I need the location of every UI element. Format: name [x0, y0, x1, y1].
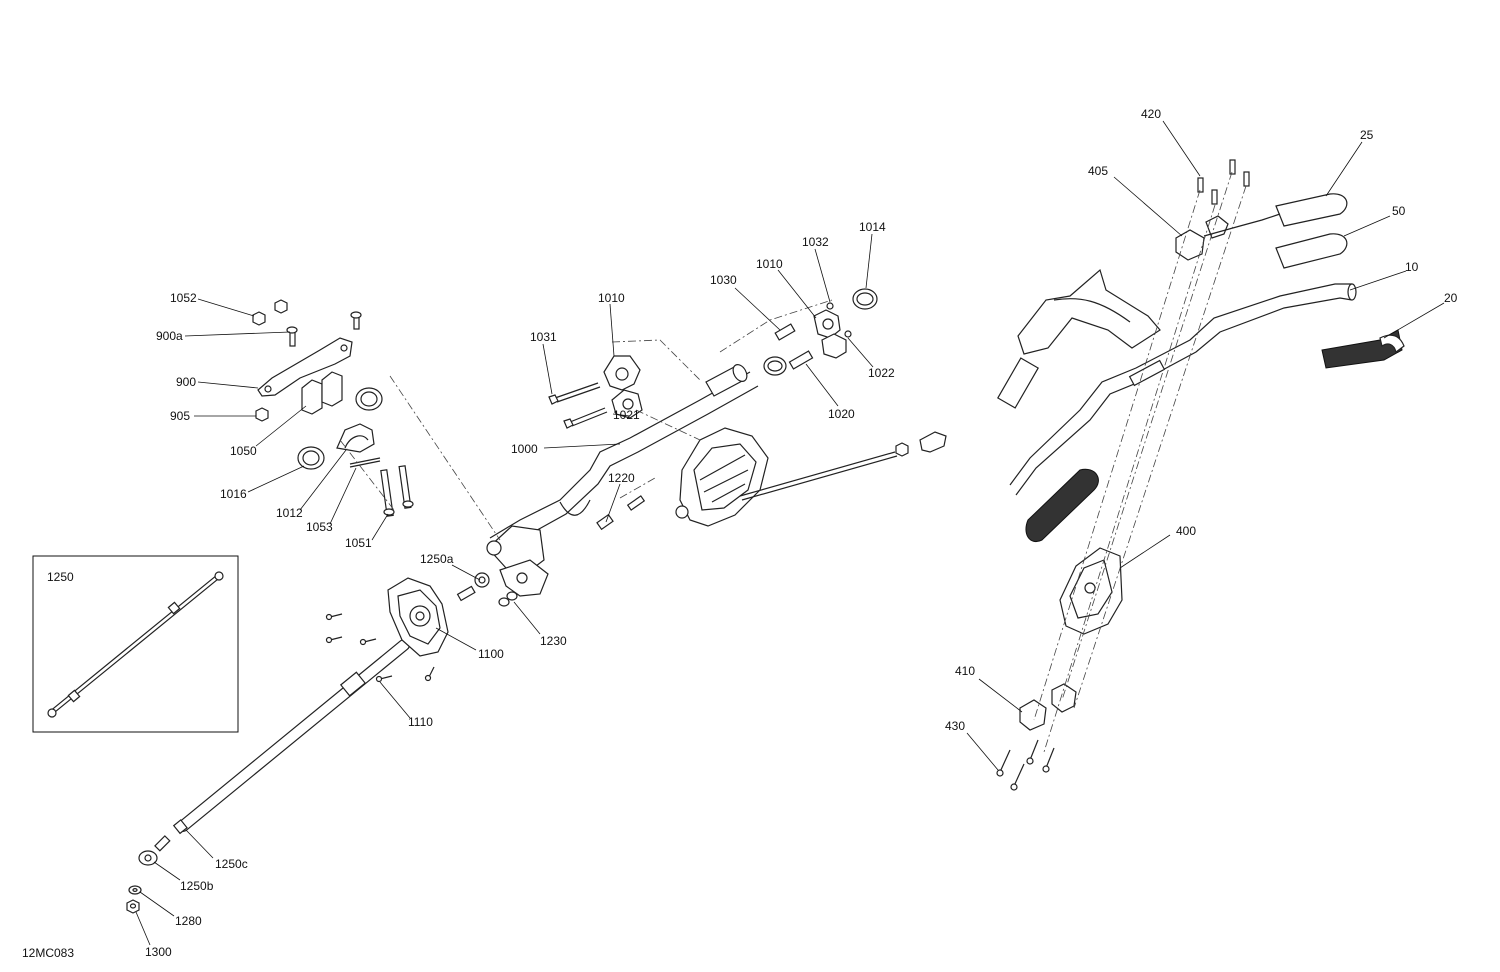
callout-1250c: 1250c	[215, 857, 248, 871]
steering-support-rod	[675, 427, 947, 527]
steering-tie-rod	[126, 639, 410, 914]
callout-1280: 1280	[175, 914, 202, 928]
callout-1052: 1052	[170, 291, 197, 305]
callout-1014: 1014	[859, 220, 886, 234]
inset-tie-rod-1250: 1250	[32, 555, 239, 733]
leader-lines	[135, 120, 1445, 946]
callout-1022: 1022	[868, 366, 895, 380]
callout-1250b: 1250b	[180, 879, 214, 893]
steering-column-1000	[456, 364, 759, 607]
steering-housing-1100	[325, 577, 449, 683]
callout-1230: 1230	[540, 634, 567, 648]
callout-1100: 1100	[478, 647, 504, 661]
callout-410: 410	[955, 664, 975, 678]
diagram-code: 12MC083	[22, 946, 74, 960]
callout-1012: 1012	[276, 506, 303, 520]
callout-1220: 1220	[608, 471, 635, 485]
callout-1016: 1016	[220, 487, 247, 501]
callout-1250a: 1250a	[420, 552, 454, 566]
callout-1010-upper: 1010	[756, 257, 783, 271]
callout-1110: 1110	[408, 715, 433, 729]
callout-900a: 900a	[156, 329, 183, 343]
callout-1051: 1051	[345, 536, 372, 550]
callout-430: 430	[945, 719, 965, 733]
screws-1110	[325, 613, 435, 683]
callout-1000: 1000	[511, 442, 538, 456]
callout-900: 900	[176, 375, 196, 389]
callout-1050: 1050	[230, 444, 257, 458]
riser-block-400	[996, 547, 1123, 791]
callout-1053: 1053	[306, 520, 333, 534]
alignment-lines	[339, 171, 1247, 753]
callout-1030: 1030	[710, 273, 737, 287]
callout-1300: 1300	[145, 945, 172, 959]
callout-420: 420	[1141, 107, 1161, 121]
callout-1020: 1020	[828, 407, 855, 421]
callout-labels: 420 25 405 50 10 20 1014 1032 1010 1030 …	[145, 107, 1458, 959]
clamp-assembly-900	[252, 299, 414, 517]
inset-label: 1250	[47, 570, 74, 584]
callout-1031: 1031	[530, 330, 557, 344]
callout-905: 905	[170, 409, 190, 423]
callout-400: 400	[1176, 524, 1196, 538]
riser-clamps-1010	[548, 288, 878, 429]
callout-20: 20	[1444, 291, 1458, 305]
callout-1010: 1010	[598, 291, 625, 305]
callout-1032: 1032	[802, 235, 829, 249]
callout-10: 10	[1405, 260, 1419, 274]
callout-1021: 1021	[613, 408, 640, 422]
handlebar-assembly	[997, 159, 1405, 542]
callout-50: 50	[1392, 204, 1406, 218]
callout-405: 405	[1088, 164, 1108, 178]
callout-25: 25	[1360, 128, 1374, 142]
